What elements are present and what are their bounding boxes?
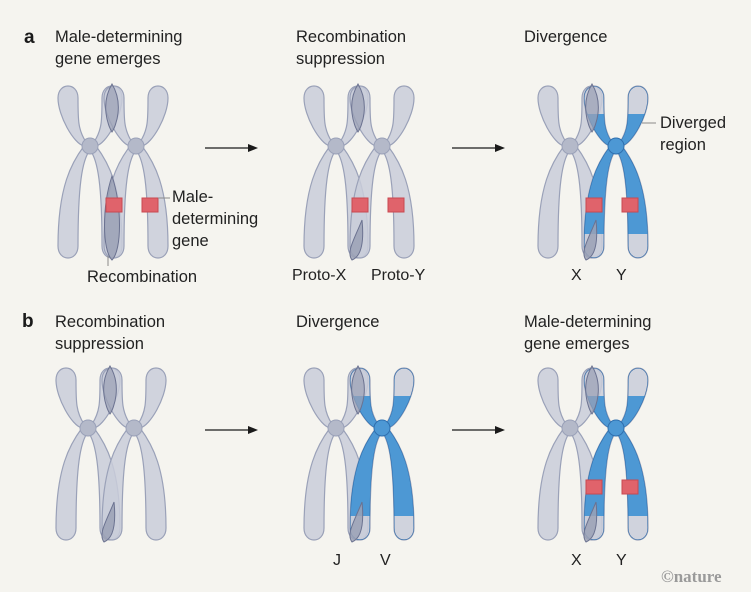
b1-chromosome-pair [55,365,167,543]
proto-y-label: Proto-Y [371,267,426,284]
diverged-region-annotation: Diverged region [660,114,727,154]
recombination-annotation: Recombination [87,268,198,286]
overlap-top [585,83,599,133]
centromere [125,419,143,437]
centromere [327,419,345,437]
panel-b-step3-title: Male-determining gene emerges [524,313,652,353]
overlap-top [103,365,117,415]
arrow-head [248,144,258,152]
a3-chromosome-pair [537,83,649,261]
y-label-b: Y [616,552,627,569]
male-determining-gene-marker [141,197,159,213]
overlap-bottom [583,219,598,261]
j-label: J [333,552,341,569]
centromere [607,137,625,155]
overlap-top [585,365,599,415]
overlap-bottom [349,219,364,261]
a1-chromosome-pair [57,83,169,261]
b3-chromosome-pair [537,365,649,543]
panel-b-label: b [22,311,34,332]
x-label-b: X [571,552,582,569]
panel-b-step2-title: Divergence [296,313,380,331]
overlap-top [351,83,365,133]
centromere [373,137,391,155]
arrow-head [495,144,505,152]
panel-a-step2-title: Recombination suppression [296,28,407,68]
centromere [561,419,579,437]
centromere [607,419,625,437]
y-label-a: Y [616,267,627,284]
overlap-bottom [583,501,598,543]
panel-a-step3-title: Divergence [524,28,608,46]
male-determining-gene-marker [621,479,639,495]
overlap-top [351,365,365,415]
male-determining-gene-annotation: Male- determining gene [172,188,259,250]
centromere [79,419,97,437]
male-determining-gene-marker [621,197,639,213]
male-determining-gene-marker [351,197,369,213]
panel-a-label: a [24,27,35,48]
overlap-top [105,83,119,133]
centromere [327,137,345,155]
overlap-bottom [101,501,116,543]
male-determining-gene-marker [105,197,123,213]
proto-x-label: Proto-X [292,267,347,284]
male-determining-gene-marker [585,197,603,213]
male-determining-gene-marker [585,479,603,495]
nature-credit: ©nature [661,567,722,586]
arrow-head [495,426,505,434]
v-label: V [380,552,391,569]
arrow-head [248,426,258,434]
male-determining-gene-marker [387,197,405,213]
centromere [373,419,391,437]
centromere [127,137,145,155]
panel-b-step1-title: Recombination suppression [55,313,166,353]
b2-chromosome-pair [303,365,415,543]
centromere [81,137,99,155]
a2-chromosome-pair [303,83,415,261]
centromere [561,137,579,155]
x-label-a: X [571,267,582,284]
overlap-bottom [349,501,364,543]
panel-a-step1-title: Male-determining gene emerges [55,28,183,68]
